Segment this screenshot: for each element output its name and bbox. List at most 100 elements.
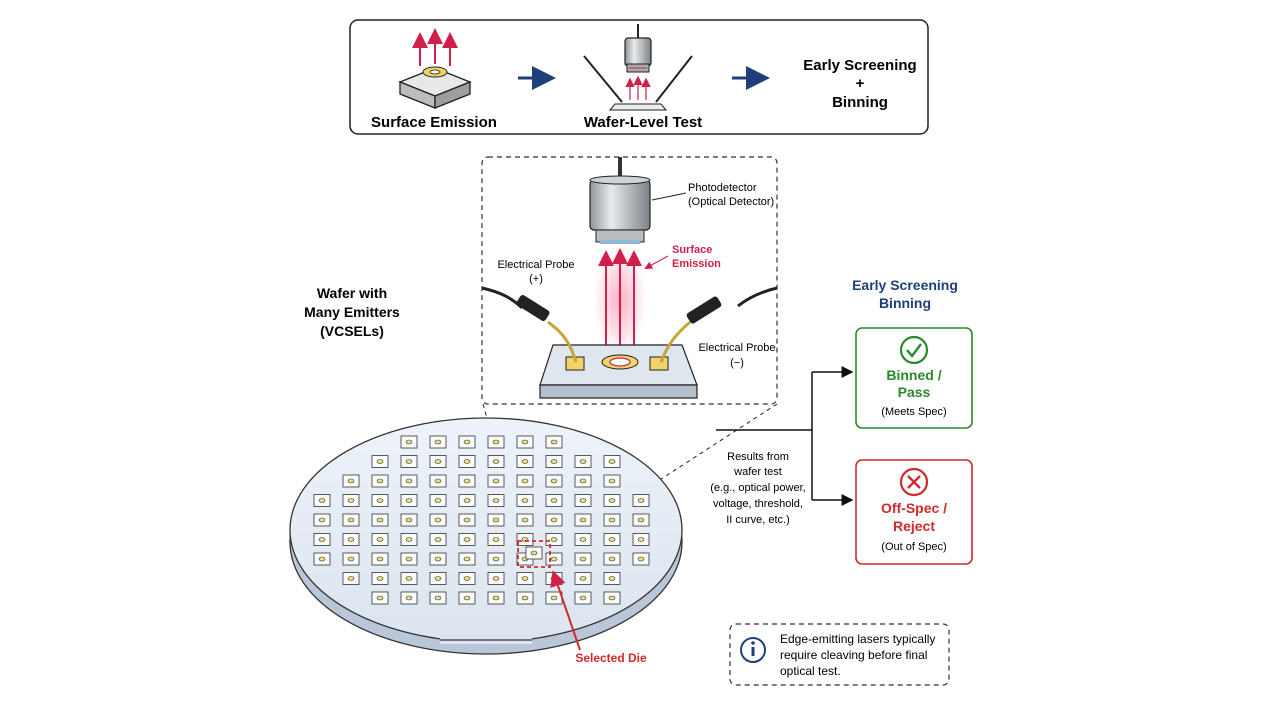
photodetector-label-1: Photodetector — [688, 182, 757, 194]
emitter-dot — [579, 595, 587, 601]
emitter-dot — [405, 517, 413, 523]
emitter-dot — [579, 459, 587, 464]
emitter-dot — [347, 576, 355, 581]
surface-emission-icon — [398, 28, 472, 109]
emitter-dot — [376, 595, 384, 601]
emitter-dot — [318, 498, 326, 503]
wafer-test-icon — [583, 24, 693, 111]
detail-panel: Photodetector (Optical Detector) Surface… — [481, 156, 778, 405]
emitter-dot — [463, 478, 471, 484]
probe-positive-label-1: Electrical Probe — [497, 259, 574, 271]
emitter-dot — [376, 498, 384, 503]
emitter-dot — [608, 595, 616, 601]
wafer — [289, 417, 683, 655]
emitter-dot — [550, 478, 558, 484]
emitter-dot — [521, 459, 529, 464]
emitter-dot — [579, 556, 587, 562]
step-plus: + — [856, 75, 865, 92]
emitter-dot — [492, 537, 500, 542]
reject-sub: (Out of Spec) — [881, 541, 946, 553]
emitter-dot — [550, 537, 558, 542]
emitter-dot — [492, 439, 500, 445]
emitter-dot — [492, 459, 500, 464]
note-line-3: optical test. — [780, 664, 841, 678]
emitter-dot — [608, 537, 616, 542]
photodetector-leader — [651, 192, 687, 201]
selected-emitter-dot — [530, 550, 538, 556]
emitter-dot — [463, 498, 471, 503]
emitter-dot — [318, 556, 326, 562]
results-line-4: voltage, threshold, — [713, 498, 803, 510]
emitter-dot — [521, 498, 529, 503]
selected-die-label: Selected Die — [575, 651, 647, 665]
emitter-dot — [434, 498, 442, 503]
emitter-dot — [579, 478, 587, 484]
probe-negative-label-1: Electrical Probe — [698, 342, 775, 354]
emitter-dot — [492, 517, 500, 523]
emitter-dot — [376, 537, 384, 542]
emitter-dot — [521, 576, 529, 581]
photodetector-label-2: (Optical Detector) — [688, 196, 774, 208]
emitter-dot — [521, 478, 529, 484]
emitter-dot — [463, 517, 471, 523]
emitter-dot — [637, 517, 645, 523]
results-line-1: Results from — [727, 451, 789, 463]
emitter-dot — [579, 537, 587, 542]
emitter-dot — [579, 576, 587, 581]
emitter-dot — [405, 439, 413, 445]
emitter-dot — [376, 556, 384, 562]
wafer-label-2: Many Emitters — [304, 304, 400, 320]
selected-die-arrow — [550, 570, 581, 651]
probe-positive-label-2: (+) — [529, 273, 543, 285]
emitter-dot — [550, 498, 558, 503]
pass-sub: (Meets Spec) — [881, 406, 946, 418]
emitter-dot — [434, 537, 442, 542]
emitter-dot — [463, 576, 471, 581]
pass-box: Binned / Pass (Meets Spec) — [855, 327, 973, 429]
surface-emission-leader — [644, 255, 669, 269]
emitter-dot — [347, 537, 355, 542]
check-icon — [899, 335, 929, 365]
emitter-dot — [463, 439, 471, 445]
emitter-dot — [434, 459, 442, 464]
reject-box: Off-Spec / Reject (Out of Spec) — [855, 459, 973, 565]
emitter-dot — [579, 517, 587, 523]
emitter-dot — [434, 595, 442, 601]
reject-label-1: Off-Spec / — [881, 500, 947, 516]
emitter-dot — [550, 595, 558, 601]
emitter-dot — [376, 459, 384, 464]
selected-die-highlight — [517, 540, 551, 568]
wafer-label-3: (VCSELs) — [320, 323, 384, 339]
emitter-dot — [492, 498, 500, 503]
reject-label-2: Reject — [893, 518, 935, 534]
emitter-dot — [347, 498, 355, 503]
emitter-dot — [608, 478, 616, 484]
wafer-label-1: Wafer with — [317, 285, 387, 301]
top-flow-panel: Surface Emission Wafer-Level Test Early … — [349, 19, 929, 135]
emitter-dot — [405, 478, 413, 484]
emitter-dot — [608, 576, 616, 581]
emitter-dot — [347, 556, 355, 562]
emitter-dot — [405, 576, 413, 581]
binning-title-2: Binning — [879, 295, 931, 311]
emitter-dot — [521, 439, 529, 445]
emission-arrows — [598, 248, 642, 352]
note-line-2: require cleaving before final — [780, 648, 927, 662]
results-line-2: wafer test — [733, 466, 782, 478]
note-line-1: Edge-emitting lasers typically — [780, 632, 935, 646]
emitter-dot — [608, 517, 616, 523]
emitter-dot — [434, 517, 442, 523]
emitter-dot — [318, 517, 326, 523]
emitter-dot — [637, 498, 645, 503]
die-grid — [313, 435, 650, 605]
emitter-dot — [463, 595, 471, 601]
pass-label-1: Binned / — [886, 367, 941, 383]
emitter-dot — [434, 556, 442, 562]
emitter-dot — [492, 556, 500, 562]
emitter-dot — [521, 595, 529, 601]
emitter-dot — [637, 556, 645, 562]
emitter-dot — [434, 439, 442, 445]
emitter-dot — [550, 556, 558, 562]
emitter-dot — [579, 498, 587, 503]
